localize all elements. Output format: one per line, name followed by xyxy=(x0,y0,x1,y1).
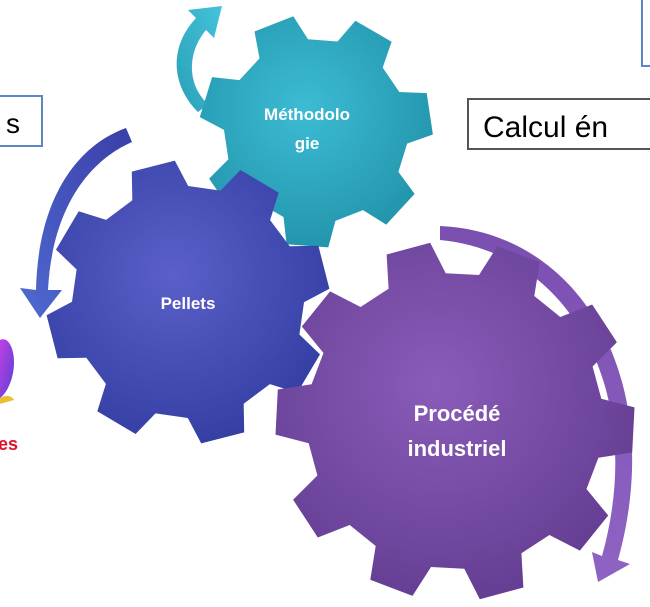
gear-pellets: Pellets xyxy=(46,160,330,444)
partial-logo-blob xyxy=(0,339,14,404)
gear-procede: Procédé industriel xyxy=(275,242,635,600)
gear-procede-label-line1: Procédé xyxy=(414,401,501,426)
teal-curved-arrow xyxy=(176,6,222,112)
gear-methodologie-label-line2: gie xyxy=(295,134,320,153)
calcul-box: Calcul én xyxy=(467,98,650,150)
gear-procede-body xyxy=(275,242,635,600)
gear-pellets-label: Pellets xyxy=(161,294,216,313)
left-box: s xyxy=(0,95,43,147)
gear-procede-label-line2: industriel xyxy=(407,436,506,461)
red-text-fragment: es xyxy=(0,434,18,454)
top-right-box xyxy=(641,0,650,67)
calcul-box-label: Calcul én xyxy=(483,111,608,144)
left-box-label: s xyxy=(6,108,20,139)
blue-curved-arrow xyxy=(20,128,132,318)
gear-pellets-body xyxy=(46,160,330,444)
gear-methodologie-label-line1: Méthodolo xyxy=(264,105,350,124)
